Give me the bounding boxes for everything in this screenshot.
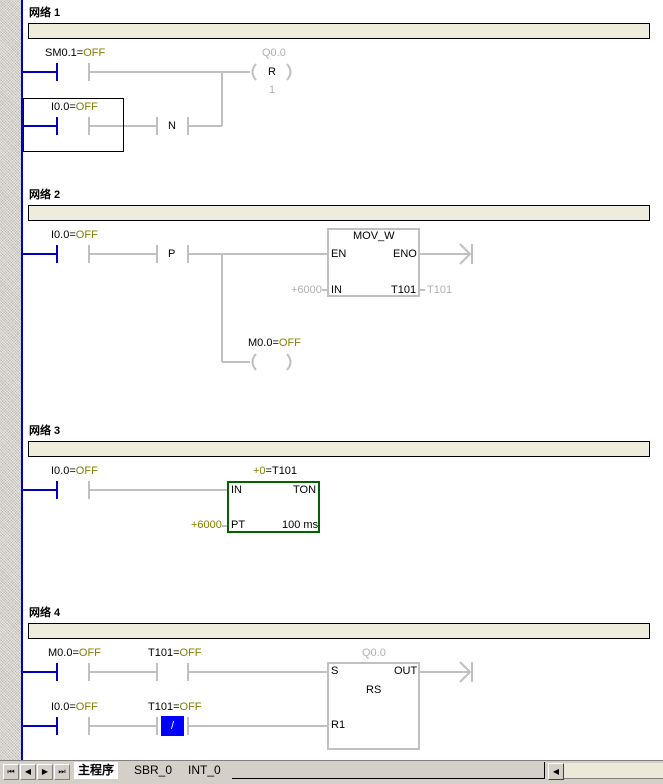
contact-state: OFF bbox=[83, 47, 106, 59]
net2-positive-edge-contact[interactable]: P bbox=[168, 248, 176, 260]
net4-contact-t101-nc-label[interactable]: T101=OFF bbox=[148, 701, 202, 713]
ton-box-outline bbox=[227, 481, 320, 533]
contact-state: OFF bbox=[78, 647, 101, 659]
contact-state: OFF bbox=[75, 701, 98, 713]
network-1-comment[interactable] bbox=[28, 23, 650, 39]
mov-w-in-pin: IN bbox=[331, 284, 342, 296]
contact-state: OFF bbox=[75, 465, 98, 477]
net2-coil-m00-label[interactable]: M0.0=OFF bbox=[248, 337, 301, 349]
network-3-title: 网络 3 bbox=[29, 425, 61, 437]
ton-timer-address[interactable]: +0=T101 bbox=[253, 465, 297, 477]
net1-coil-address[interactable]: Q0.0 bbox=[262, 47, 286, 59]
ladder-editor-canvas[interactable]: 网络 1 SM0.1=OFF I0.0=OFF N Q0.0 R 1 网络 2 … bbox=[0, 0, 663, 760]
contact-state: OFF bbox=[179, 701, 202, 713]
equals-sign: = bbox=[72, 647, 79, 659]
net4-contact-i00-label[interactable]: I0.0=OFF bbox=[51, 701, 98, 713]
rs-box-outline bbox=[327, 662, 420, 750]
ton-pt-value[interactable]: +6000 bbox=[191, 519, 222, 531]
net1-energized-wires bbox=[22, 63, 58, 135]
contact-address: T101 bbox=[148, 701, 174, 713]
bottom-tab-bar: ⏮ ◀ ▶ ⏭ 主程序 SBR_0 INT_0 ◀ bbox=[0, 760, 663, 784]
rs-box-title[interactable]: RS bbox=[366, 684, 382, 696]
equals-sign: = bbox=[173, 647, 180, 659]
net1-coil-count: 1 bbox=[269, 84, 276, 96]
rs-r1-pin: R1 bbox=[331, 719, 346, 731]
next-tab-button[interactable]: ▶ bbox=[37, 764, 53, 780]
mov-w-box-title[interactable]: MOV_W bbox=[353, 230, 395, 242]
power-rail bbox=[21, 0, 23, 760]
network-2-comment[interactable] bbox=[28, 205, 650, 221]
rs-output-address[interactable]: Q0.0 bbox=[362, 647, 386, 659]
net2-wires bbox=[88, 228, 473, 371]
equals-sign: = bbox=[76, 47, 84, 59]
left-margin-gutter bbox=[0, 0, 22, 760]
tab-main-program[interactable]: 主程序 bbox=[74, 762, 119, 779]
equals-sign: = bbox=[69, 229, 76, 241]
contact-state: OFF bbox=[75, 229, 98, 241]
timer-address: =T101 bbox=[265, 465, 298, 477]
prev-tab-button[interactable]: ◀ bbox=[20, 764, 36, 780]
net4-normally-closed-contact-selected[interactable]: / bbox=[161, 716, 184, 736]
timer-current-value: +0 bbox=[253, 465, 266, 477]
equals-sign: = bbox=[69, 101, 76, 113]
coil-address: M0.0 bbox=[248, 337, 273, 349]
net2-energized-wires bbox=[22, 245, 58, 263]
contact-address: I0.0 bbox=[51, 701, 70, 713]
net1-wires bbox=[88, 63, 292, 135]
contact-address: I0.0 bbox=[51, 465, 70, 477]
network-2-title: 网络 2 bbox=[29, 189, 61, 201]
net2-contact-i00-label[interactable]: I0.0=OFF bbox=[51, 229, 98, 241]
contact-address: I0.0 bbox=[51, 229, 70, 241]
scroll-left-button[interactable]: ◀ bbox=[548, 763, 564, 780]
net1-negative-edge-contact[interactable]: N bbox=[168, 120, 176, 132]
tab-sbr-0[interactable]: SBR_0 bbox=[134, 763, 173, 777]
equals-sign: = bbox=[272, 337, 279, 349]
contact-address: SM0.1 bbox=[45, 47, 77, 59]
net3-contact-i00-label[interactable]: I0.0=OFF bbox=[51, 465, 98, 477]
net1-contact-sm01-label[interactable]: SM0.1=OFF bbox=[45, 47, 105, 59]
net4-contact-t101-label[interactable]: T101=OFF bbox=[148, 647, 202, 659]
net4-contact-m00-label[interactable]: M0.0=OFF bbox=[48, 647, 101, 659]
ton-type-label: TON bbox=[293, 484, 317, 496]
tab-strip-empty-area bbox=[232, 762, 545, 779]
contact-address: M0.0 bbox=[48, 647, 73, 659]
first-tab-button[interactable]: ⏮ bbox=[3, 764, 19, 780]
contact-address: I0.0 bbox=[51, 101, 70, 113]
tab-int-0[interactable]: INT_0 bbox=[188, 763, 221, 777]
mov-w-en-pin: EN bbox=[331, 248, 347, 260]
ton-in-pin: IN bbox=[231, 484, 242, 496]
last-tab-button[interactable]: ⏭ bbox=[54, 764, 70, 780]
rs-out-pin: OUT bbox=[394, 665, 418, 677]
coil-state: OFF bbox=[278, 337, 301, 349]
contact-state: OFF bbox=[75, 101, 98, 113]
ton-pt-pin: PT bbox=[231, 519, 246, 531]
net1-reset-coil[interactable]: R bbox=[268, 66, 276, 78]
contact-state: OFF bbox=[179, 647, 202, 659]
selected-element-box[interactable] bbox=[23, 98, 124, 152]
equals-sign: = bbox=[69, 465, 76, 477]
rs-s-pin: S bbox=[331, 665, 339, 677]
net3-energized-wires bbox=[22, 481, 58, 499]
ladder-wiring bbox=[22, 63, 473, 750]
network-4-title: 网络 4 bbox=[29, 607, 61, 619]
ton-time-base: 100 ms bbox=[282, 519, 319, 531]
net4-energized-wires bbox=[22, 663, 58, 735]
network-1-title: 网络 1 bbox=[29, 7, 61, 19]
mov-w-out-value[interactable]: T101 bbox=[427, 284, 453, 296]
mov-w-eno-pin: ENO bbox=[393, 248, 417, 260]
mov-w-box-outline bbox=[327, 228, 420, 297]
net4-wires bbox=[88, 661, 473, 750]
net1-contact-i00-label[interactable]: I0.0=OFF bbox=[51, 101, 98, 113]
mov-w-in-value[interactable]: +6000 bbox=[291, 284, 322, 296]
horizontal-scrollbar-track[interactable] bbox=[564, 763, 663, 779]
equals-sign: = bbox=[69, 701, 76, 713]
network-4-comment[interactable] bbox=[28, 623, 650, 639]
mov-w-out-pin: T101 bbox=[391, 284, 417, 296]
contact-address: T101 bbox=[148, 647, 174, 659]
network-3-comment[interactable] bbox=[28, 441, 650, 457]
equals-sign: = bbox=[173, 701, 180, 713]
